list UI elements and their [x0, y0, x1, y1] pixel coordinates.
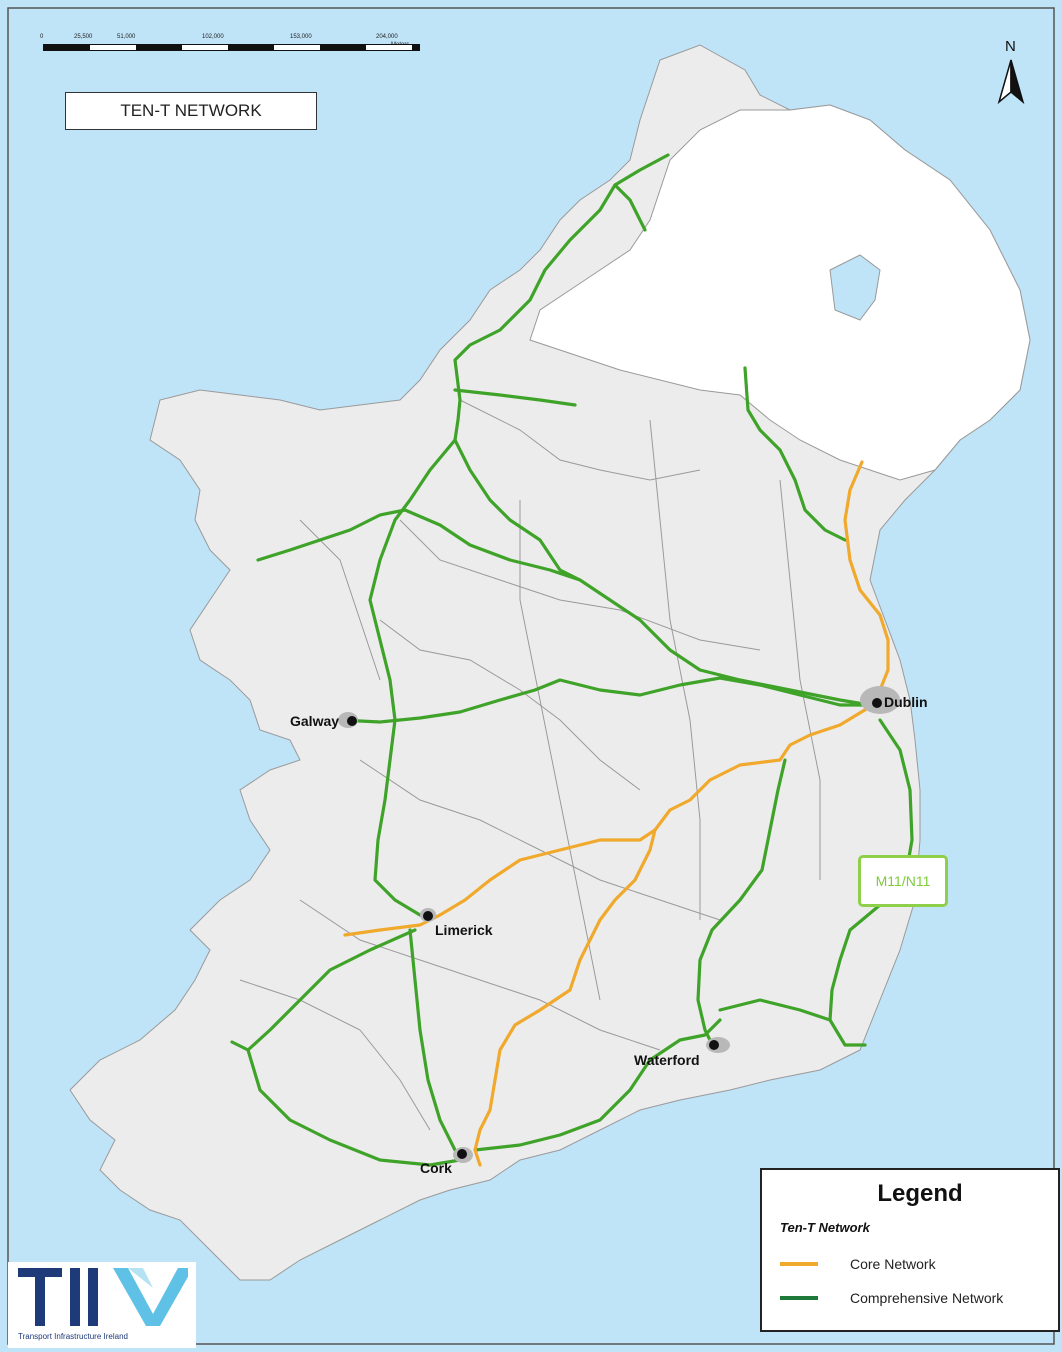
city-label-cork: Cork: [420, 1160, 452, 1176]
scale-bar: 0 25,500 51,000 102,000 153,000 204,000 …: [40, 34, 420, 54]
city-label-waterford: Waterford: [634, 1052, 700, 1068]
city-dot-cork: [457, 1149, 467, 1159]
scale-label: 0: [40, 34, 44, 40]
legend-item-comprehensive: Comprehensive Network: [780, 1290, 1003, 1306]
scale-label: 51,000: [117, 34, 136, 40]
logo-caption: Transport Infrastructure Ireland: [18, 1332, 128, 1341]
legend-subtitle: Ten-T Network: [780, 1220, 870, 1235]
north-arrow-icon: [997, 59, 1025, 105]
comprehensive-network: [230, 153, 914, 1167]
city-dots: [347, 698, 882, 1159]
legend-swatch-core: [780, 1262, 818, 1266]
route-callout-m11-n11: M11/N11: [858, 855, 948, 907]
legend-swatch-comprehensive: [780, 1296, 818, 1300]
city-dot-galway: [347, 716, 357, 726]
scale-label: 102,000: [202, 34, 224, 40]
city-dot-waterford: [709, 1040, 719, 1050]
northern-ireland: [529, 104, 1031, 481]
city-label-dublin: Dublin: [884, 694, 928, 710]
legend-item-core: Core Network: [780, 1256, 936, 1272]
county-borders: [239, 399, 821, 1131]
scale-label: 25,500: [74, 34, 93, 40]
legend-label-core: Core Network: [850, 1256, 936, 1272]
city-dot-limerick: [423, 911, 433, 921]
legend-label-comprehensive: Comprehensive Network: [850, 1290, 1004, 1306]
scale-bar-graphic: [43, 44, 420, 51]
core-network: [343, 460, 890, 1167]
scale-label: 153,000: [290, 34, 312, 40]
tii-logo: Transport Infrastructure Ireland: [8, 1262, 196, 1348]
map-title: TEN-T NETWORK: [65, 92, 317, 130]
city-dot-dublin: [872, 698, 882, 708]
legend-title: Legend: [877, 1180, 963, 1207]
scale-label: 204,000: [376, 34, 398, 40]
north-label: N: [1005, 38, 1016, 55]
legend: Legend Ten-T Network Core Network Compre…: [760, 1168, 1060, 1332]
city-label-galway: Galway: [290, 713, 340, 729]
north-arrow: N: [995, 38, 1027, 108]
city-label-limerick: Limerick: [435, 922, 493, 938]
tii-logo-mark: [18, 1268, 188, 1326]
lough-neagh: [829, 254, 881, 321]
